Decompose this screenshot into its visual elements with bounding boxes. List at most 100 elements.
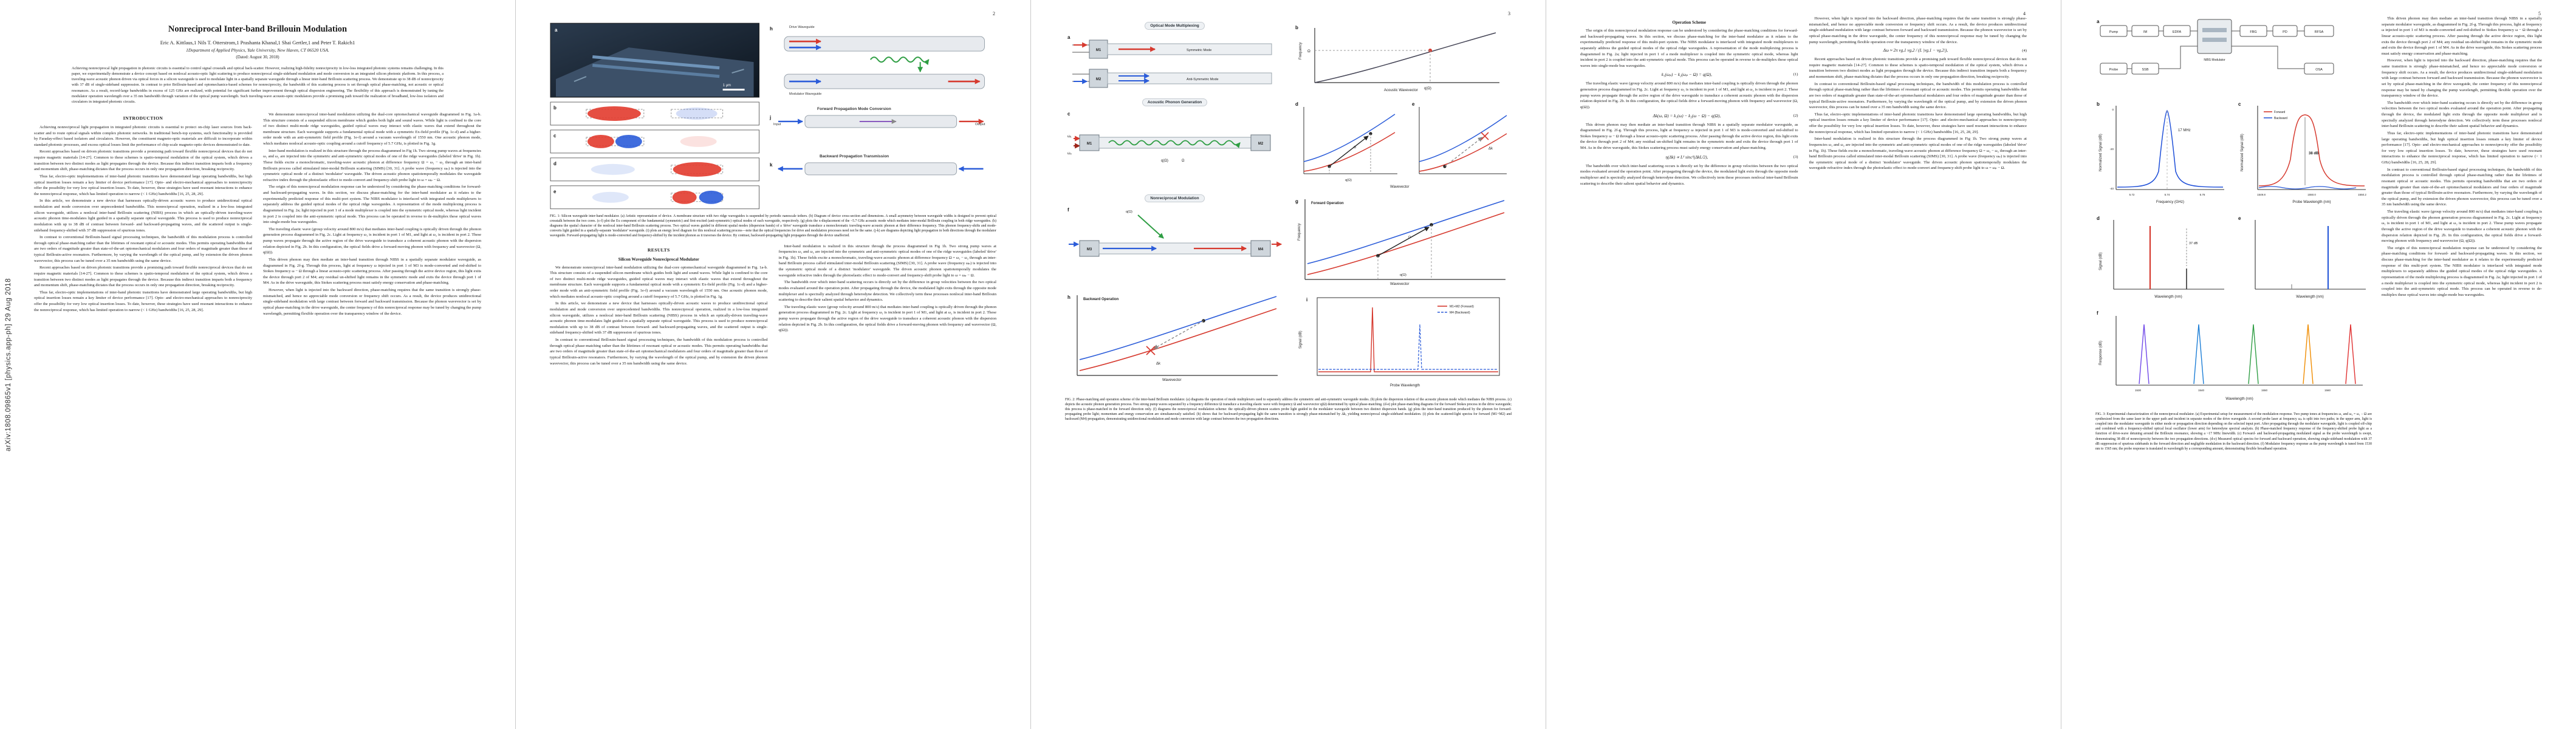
fig2-b-y-axis-label: Frequency	[1299, 43, 1303, 60]
fig1-output-label: Output	[975, 123, 985, 126]
equation-body: Δω ≈ 2π vg,1 vg,2 / (L |vg,1 − vg,2|),	[1883, 48, 1948, 53]
fig2-i-x-axis-label: Probe Wavelength	[1390, 384, 1420, 388]
body-paragraph: In this article, we demonstrate a new de…	[34, 199, 252, 233]
fig1-drive-waveguide-label: Drive Waveguide	[789, 26, 815, 29]
body-paragraph: The traveling elastic wave (group veloci…	[263, 227, 481, 255]
page4-columns: Operation Scheme The origin of this nonr…	[1580, 16, 2027, 714]
front-matter: Nonreciprocal Inter-band Brillouin Modul…	[34, 16, 481, 112]
fig3-c-y-axis-label: Normalized Signal (dB)	[2241, 134, 2244, 171]
subsection-heading: Silicon Waveguide Nonreciprocal Modulato…	[618, 256, 699, 262]
fig2-b-x-axis-label: Acoustic Wavevector	[1384, 89, 1418, 92]
fig3-c-tick: 1550.2	[2358, 193, 2366, 196]
panel-letter: f	[2097, 310, 2098, 316]
body-paragraph: In contrast to conventional Brillouin-ba…	[1809, 81, 2027, 110]
fig2-box-m2: M2	[1258, 142, 1264, 146]
body-paragraph: Inter-band modulation is realized in thi…	[263, 148, 481, 182]
fig1-scale-label: 1 μm	[723, 84, 731, 87]
fig2-panel-f: f M3 M4 q(Ω)	[1067, 207, 1283, 257]
body-paragraph: Thus far, electro-optic implementations …	[2382, 131, 2542, 165]
equation-number: (2)	[1793, 114, 1798, 118]
fig2-cell-i: i M1+M2 (Forward) M4 (Backward) Probe Wa…	[1293, 290, 1512, 394]
panel-letter: c	[1067, 111, 1070, 117]
fig2-cell-b: b Ω q(Ω) Frequency Acoustic Wavevector	[1293, 22, 1512, 94]
fig3-box-ssb: SSB	[2142, 68, 2148, 72]
fig2-antisymmetric-label: Anti-Symmetric Mode	[1187, 78, 1219, 81]
fig2-box-m3: M3	[1087, 248, 1092, 252]
page-1: arXiv:1808.09865v1 [physics.app-ph] 29 A…	[0, 0, 515, 729]
fig3-b-tick: 5.76	[2200, 193, 2205, 196]
fig3-panel-f: f 1530 1540 1550 1560 Wavelength (nm) Re…	[2097, 310, 2363, 401]
fig2-panel-c: c ω₁ ω₂ M1 M2 q(Ω) Ω	[1067, 111, 1271, 163]
fig2-symmetric-label: Symmetric Mode	[1187, 49, 1211, 52]
fig3-panel-c: c 38 dB Forward Backward 1549.8 1550.0	[2238, 101, 2366, 204]
fig2-omega-label2: Ω	[1182, 159, 1185, 163]
fig3-b-tick: 5.72	[2129, 193, 2135, 196]
equation-number: (4)	[2022, 48, 2027, 53]
figure-1: 1 μm a b c	[550, 21, 996, 210]
fig2-f-q-label: q(Ω)	[1126, 210, 1132, 214]
page-5: 5 a Pump IM EDFA N	[2061, 0, 2576, 729]
fig2-panel-a: a M1 Symmetric Mode M2	[1067, 35, 1272, 88]
fig3-box-probe: Probe	[2109, 68, 2119, 72]
fig2-dk-label: Δk	[1488, 147, 1493, 151]
fig2-title-phonon-generation: Acoustic Phonon Generation	[1142, 98, 1208, 106]
fig1-forward-label: Forward Propagation Mode Conversion	[817, 107, 891, 111]
panel-letter: a	[555, 27, 558, 33]
equation-body: k₁(ωₚ) − k₂(ωₚ − Ω) = q(Ω),	[1661, 72, 1712, 78]
fig3-box-rfsa: RFSA	[2315, 30, 2324, 34]
fig3-box-pd: PD	[2283, 30, 2287, 34]
panel-letter: e	[1412, 101, 1415, 107]
fig2-q-omega-label: q(Ω)	[1161, 159, 1168, 163]
fig2-panel-h: h Backward Operation Δk Wavevector	[1067, 295, 1278, 382]
equation-3: η(Δk) ∝ L² sinc²(ΔkL/2), (3)	[1580, 154, 1798, 160]
body-paragraph: Thus far, electro-optic implementations …	[34, 290, 252, 312]
subsection-heading-operation: Operation Scheme	[1672, 20, 1706, 25]
fig2-g-omega-label: Ω	[1408, 236, 1411, 239]
fig3-box-im: IM	[2143, 30, 2148, 34]
fig3-panel-d: d 37 dB Wavelength (nm) Signal (dB)	[2097, 216, 2224, 299]
body-paragraph: The traveling elastic wave (group veloci…	[1580, 81, 1798, 109]
fig3-f-tick: 1540	[2198, 389, 2205, 392]
fig3-f-x-axis-label: Wavelength (nm)	[2225, 397, 2253, 401]
fig1-input-label: Input	[773, 123, 781, 126]
body-paragraph: The bandwidth over which inter-band scat…	[2382, 100, 2542, 129]
page-2: 2 1 μm a	[515, 0, 1030, 729]
body-paragraph: The bandwidth over which inter-band scat…	[1580, 163, 1798, 186]
fig3-d-y-axis-label: Signal (dB)	[2099, 252, 2103, 270]
body-paragraph: The bandwidth over which inter-band scat…	[778, 280, 997, 303]
page2-columns: RESULTS Silicon Waveguide Nonreciprocal …	[550, 244, 996, 714]
fig2-g-q-label: q(Ω)	[1400, 273, 1406, 277]
body-paragraph: In this article, we demonstrate a new de…	[550, 301, 768, 335]
fig3-b-ytick: 0	[2112, 108, 2114, 111]
fig3-box-fbg: FBG	[2250, 30, 2256, 34]
panel-letter: i	[1306, 297, 1307, 303]
page2-right-column: Inter-band modulation is realized in thi…	[779, 244, 997, 714]
fig3-f-y-axis-label: Response (dB)	[2099, 341, 2103, 365]
page1-columns: INTRODUCTION Achieving nonreciprocal lig…	[34, 112, 481, 714]
fig2-g-x-axis-label: Wavevector	[1390, 282, 1409, 286]
body-paragraph: The origin of this nonreciprocal modulat…	[263, 185, 481, 225]
equation-number: (3)	[1793, 154, 1798, 159]
fig3-c-tick: 1549.8	[2257, 193, 2266, 196]
body-paragraph: Thus far, electro-optic implementations …	[1809, 112, 2027, 134]
fig3-linewidth-annotation: 17 MHz	[2178, 129, 2191, 132]
figure-2-caption: FIG. 2: Phase-matching and operation sch…	[1065, 398, 1512, 422]
fig3-contrast-annotation: 38 dB	[2309, 152, 2319, 156]
fig2-cell-c: Acoustic Phonon Generation c ω₁ ω₂ M1 M2…	[1065, 98, 1284, 190]
fig3-panel-e: e Wavelength (nm)	[2238, 216, 2366, 299]
equation-2: Δk(ω, Ω) = k₁(ω) − k₂(ω − Ω) − q(Ω), (2)	[1580, 114, 1798, 118]
body-paragraph: This driven phonon may then mediate an i…	[1580, 122, 1798, 151]
fig2-panel-b: b Ω q(Ω) Frequency Acoustic Wavevector	[1295, 25, 1499, 92]
fig2-h-dk-label: Δk	[1156, 362, 1161, 366]
panel-letter: b	[553, 105, 557, 111]
panel-letter: j	[769, 115, 771, 120]
section-heading-introduction: INTRODUCTION	[123, 115, 163, 121]
fig3-c-tick: 1550.0	[2307, 193, 2316, 196]
page1-right-column: We demonstrate nonreciprocal inter-band …	[263, 112, 481, 714]
fig2-cell-f: Nonreciprocal Modulation f M3 M4 q(Ω)	[1065, 194, 1284, 286]
equation-4: Δω ≈ 2π vg,1 vg,2 / (L |vg,1 − vg,2|), (…	[1809, 48, 2027, 53]
fig3-box-osa: OSA	[2315, 68, 2323, 72]
panel-letter: e	[2238, 216, 2241, 221]
fig3-f-tick: 1530	[2135, 389, 2142, 392]
